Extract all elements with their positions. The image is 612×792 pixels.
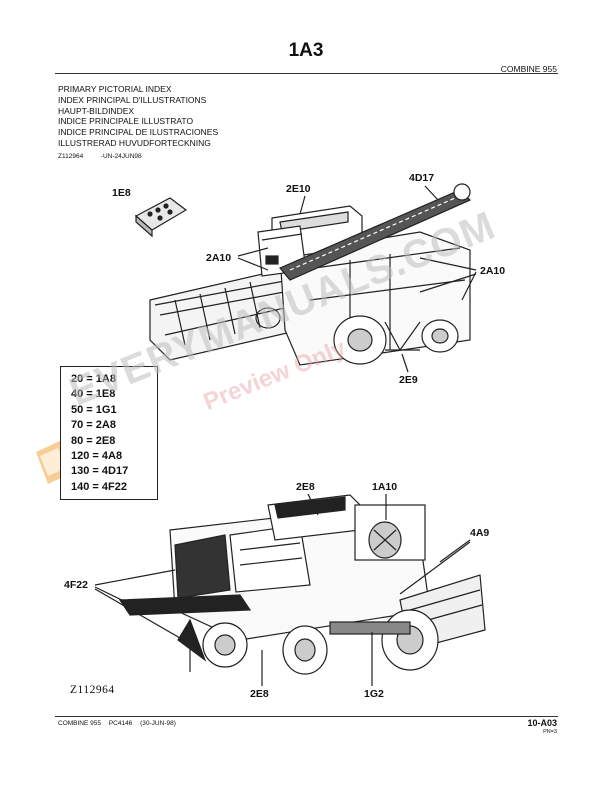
bottom-combine-drawing [94, 493, 486, 686]
callout-bottom-4: 4F22 [64, 579, 88, 591]
callout-top-1: 1E8 [112, 187, 131, 199]
index-row: 140 = 4F22 [71, 480, 127, 493]
top-combine-drawing [134, 183, 477, 373]
page-sub-number: PN=3 [543, 729, 557, 735]
callout-top-6: 2E9 [399, 374, 418, 386]
group-index-table: 20 = 1A8 40 = 1E8 50 = 1G1 70 = 2A8 80 =… [60, 366, 158, 500]
index-row: 120 = 4A8 [71, 450, 123, 463]
footer-date: (30-JUN-98) [140, 720, 176, 727]
title-en: PRIMARY PICTORIAL INDEX [58, 84, 172, 94]
index-titles: PRIMARY PICTORIAL INDEX INDEX PRINCIPAL … [58, 84, 218, 149]
reference-date: -UN-24JUN98 [100, 153, 142, 160]
reference-code: Z112964 [58, 153, 84, 160]
title-de: HAUPT-BILDINDEX [58, 105, 135, 116]
callout-bottom-6: 1G2 [364, 688, 384, 700]
callout-bottom-5: 2E8 [250, 688, 269, 700]
callout-top-2: 2E10 [286, 183, 311, 195]
index-row: 20 = 1A8 [71, 373, 116, 385]
title-it: INDICE PRINCIPALE ILLUSTRATO [58, 116, 194, 127]
page-number: 10-A03 [527, 718, 557, 728]
callout-top-3: 4D17 [409, 172, 435, 184]
index-row: 130 = 4D17 [71, 465, 129, 478]
index-row: 70 = 2A8 [71, 419, 116, 432]
callout-bottom-2: 1A10 [372, 481, 398, 493]
model-label: COMBINE 955 [500, 64, 557, 74]
footer-pc: PC4146 [108, 720, 133, 727]
footer-info: COMBINE 955 PC4146 (30-JUN-98) [58, 720, 182, 727]
index-row: 40 = 1E8 [71, 388, 116, 401]
callout-top-5: 2A10 [480, 265, 506, 277]
callout-top-4: 2A10 [206, 252, 232, 264]
page-title: 1A3 [288, 40, 324, 61]
title-sv: ILLUSTRERAD HUVUDFORTECKNING [58, 137, 211, 148]
callout-bottom-1: 2E8 [296, 481, 315, 493]
title-fr: INDEX PRINCIPAL D'ILLUSTRATIONS [58, 94, 207, 105]
header-divider [55, 73, 558, 74]
index-row: 50 = 1G1 [71, 403, 117, 416]
index-row: 80 = 2E8 [71, 434, 116, 447]
drawing-id: Z112964 [70, 684, 115, 696]
title-es: INDICE PRINCIPAL DE ILUSTRACIONES [58, 127, 219, 138]
footer-model: COMBINE 955 [58, 720, 101, 727]
callout-bottom-3: 4A9 [470, 527, 490, 539]
reference-line: Z112964 -UN-24JUN98 [58, 153, 142, 160]
control-panel-drawing [134, 197, 188, 238]
footer-divider [55, 716, 558, 717]
